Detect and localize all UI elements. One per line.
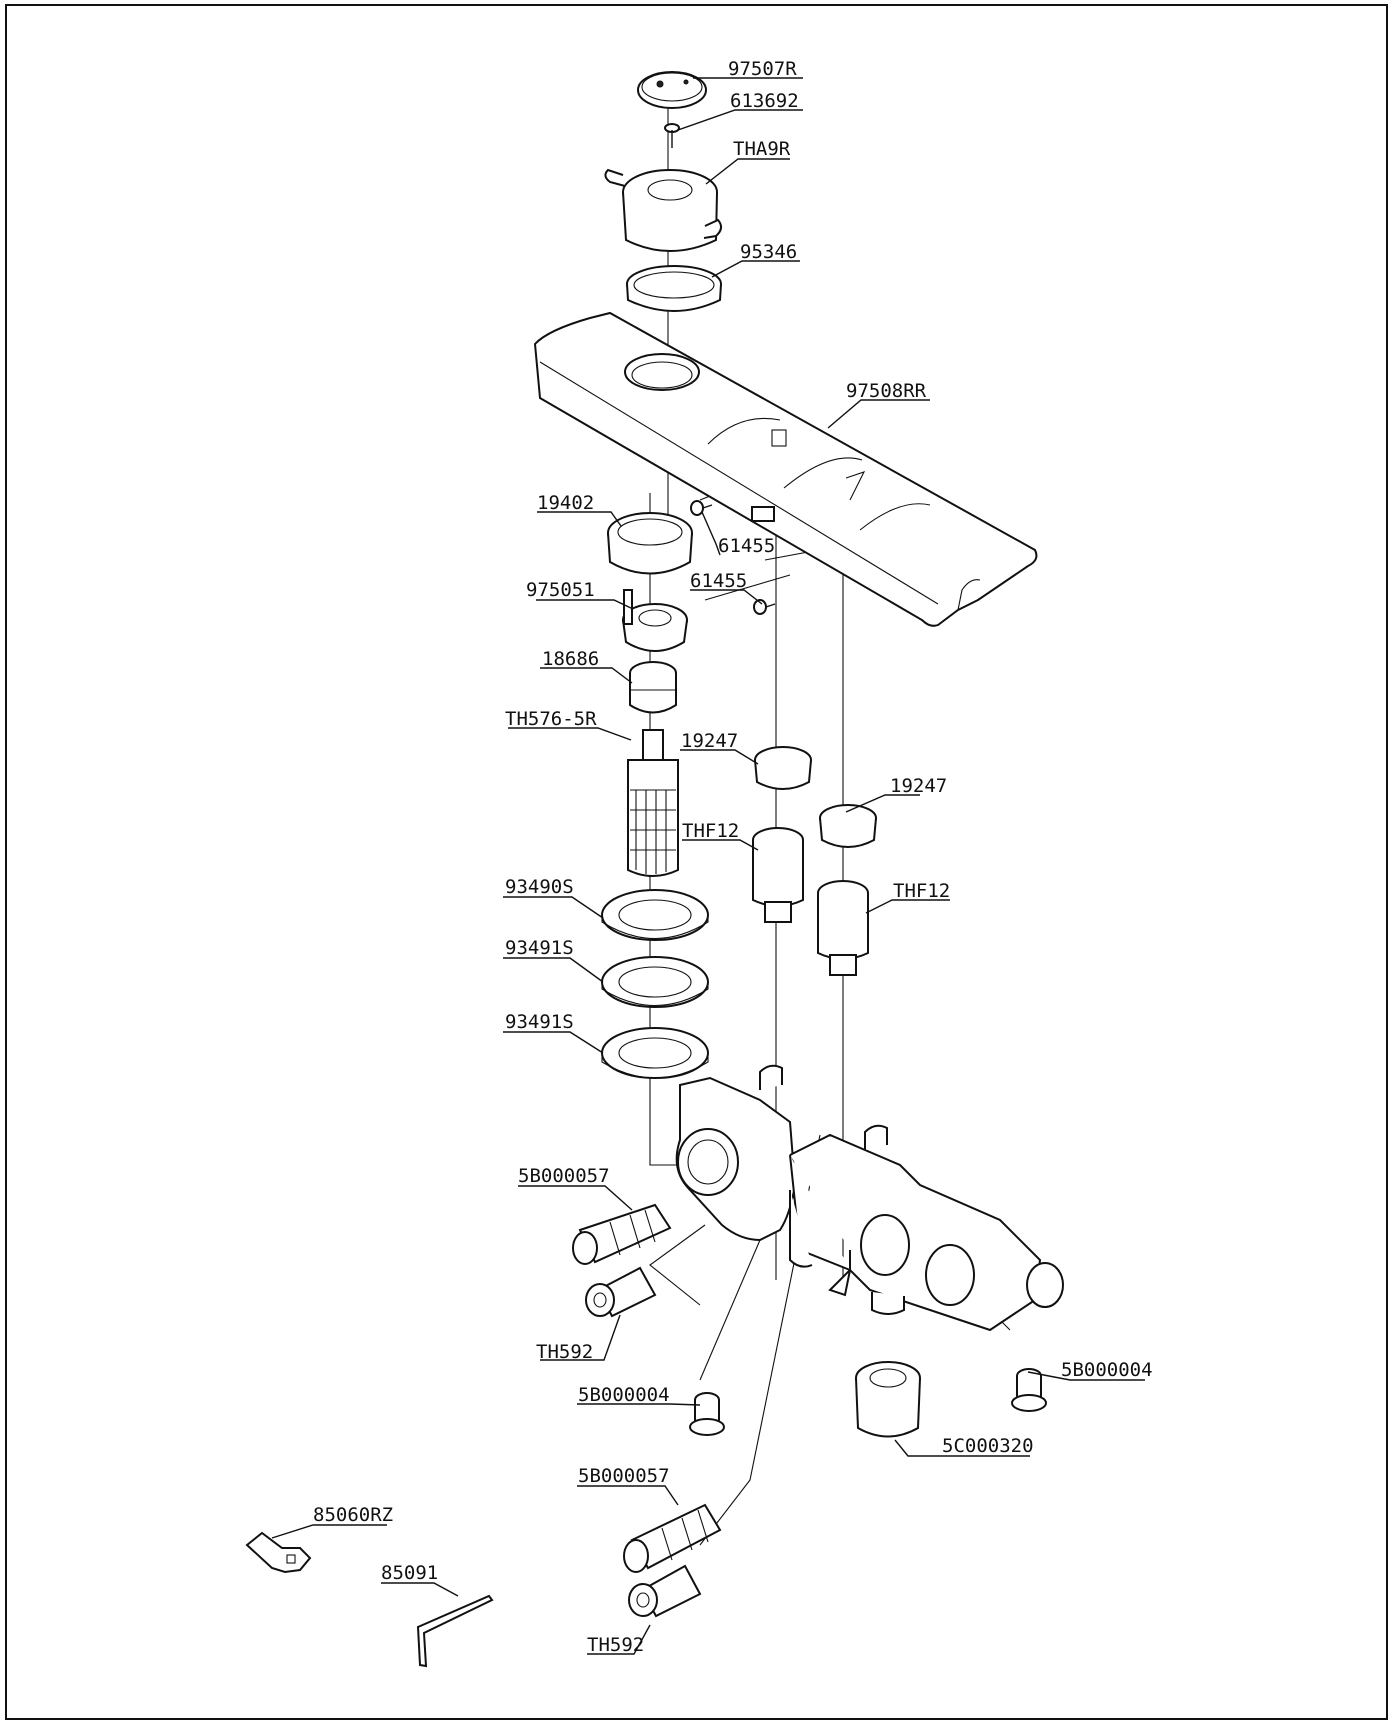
label-61455-b: 61455 — [690, 570, 747, 592]
label-93491S-b: 93491S — [505, 1011, 574, 1033]
label-TH576-5R: TH576-5R — [505, 708, 597, 730]
part-5B000057-lower — [623, 1503, 722, 1573]
part-85060RZ-key — [245, 1531, 312, 1574]
part-clip — [751, 506, 775, 522]
part-19247-nut-b — [819, 804, 877, 848]
part-5C000320 — [855, 1361, 921, 1438]
label-85091: 85091 — [381, 1562, 438, 1584]
part-613692-screw — [664, 123, 680, 148]
label-85060RZ: 85060RZ — [313, 1504, 393, 1526]
label-97508RR: 97508RR — [846, 380, 927, 402]
part-THF12-cartridge-a — [752, 827, 804, 923]
part-18686 — [629, 661, 677, 714]
part-975051 — [622, 589, 688, 652]
label-5B000004-a: 5B000004 — [578, 1384, 670, 1406]
part-5B000004-plug-a — [689, 1392, 725, 1436]
part-TH592-upper — [585, 1266, 657, 1318]
drawing-border — [5, 4, 1388, 1720]
label-93490S: 93490S — [505, 876, 574, 898]
part-97507R-cap — [637, 71, 707, 109]
label-61455-a: 61455 — [718, 535, 775, 557]
label-19247-b: 19247 — [890, 775, 947, 797]
label-5B000004-b: 5B000004 — [1061, 1359, 1153, 1381]
label-19247-a: 19247 — [681, 730, 738, 752]
label-TH592-a: TH592 — [536, 1341, 593, 1363]
label-THF12-b: THF12 — [893, 880, 950, 902]
label-613692: 613692 — [730, 90, 799, 112]
part-THA9R-handle — [604, 168, 722, 252]
label-5B000057-a: 5B000057 — [518, 1165, 610, 1187]
part-85091-hex-key — [416, 1594, 494, 1668]
label-95346: 95346 — [740, 241, 797, 263]
part-5B000004-plug-b — [1011, 1368, 1047, 1412]
part-93491S-ring-a — [601, 956, 709, 1008]
part-61455-screw-a — [690, 500, 713, 516]
label-975051: 975051 — [526, 579, 595, 601]
label-19402: 19402 — [537, 492, 594, 514]
part-TH576-5R-cartridge — [627, 729, 679, 877]
label-THF12-a: THF12 — [682, 820, 739, 842]
part-TH592-lower — [628, 1564, 702, 1618]
label-93491S-a: 93491S — [505, 937, 574, 959]
label-THA9R: THA9R — [733, 138, 791, 160]
leader-lines — [271, 77, 1145, 1655]
part-61455-screw-b — [753, 599, 776, 615]
part-THF12-cartridge-b — [817, 880, 869, 976]
part-93490S-ring — [601, 889, 709, 941]
label-5C000320: 5C000320 — [942, 1435, 1034, 1457]
label-5B000057-b: 5B000057 — [578, 1465, 670, 1487]
part-5B000057-upper — [572, 1203, 672, 1265]
part-97508RR-cover-plate — [533, 311, 1038, 627]
label-97507R: 97507R — [728, 58, 797, 80]
part-valve-body — [675, 1064, 1064, 1332]
part-19247-nut-a — [754, 746, 812, 790]
label-TH592-b: TH592 — [587, 1634, 644, 1656]
part-95346-ring — [626, 265, 722, 312]
part-labels: 97507R 613692 THA9R 95346 97508RR 19402 … — [313, 58, 1153, 1656]
part-19402-nut — [607, 512, 693, 575]
part-93491S-ring-b — [601, 1027, 709, 1079]
label-18686: 18686 — [542, 648, 599, 670]
